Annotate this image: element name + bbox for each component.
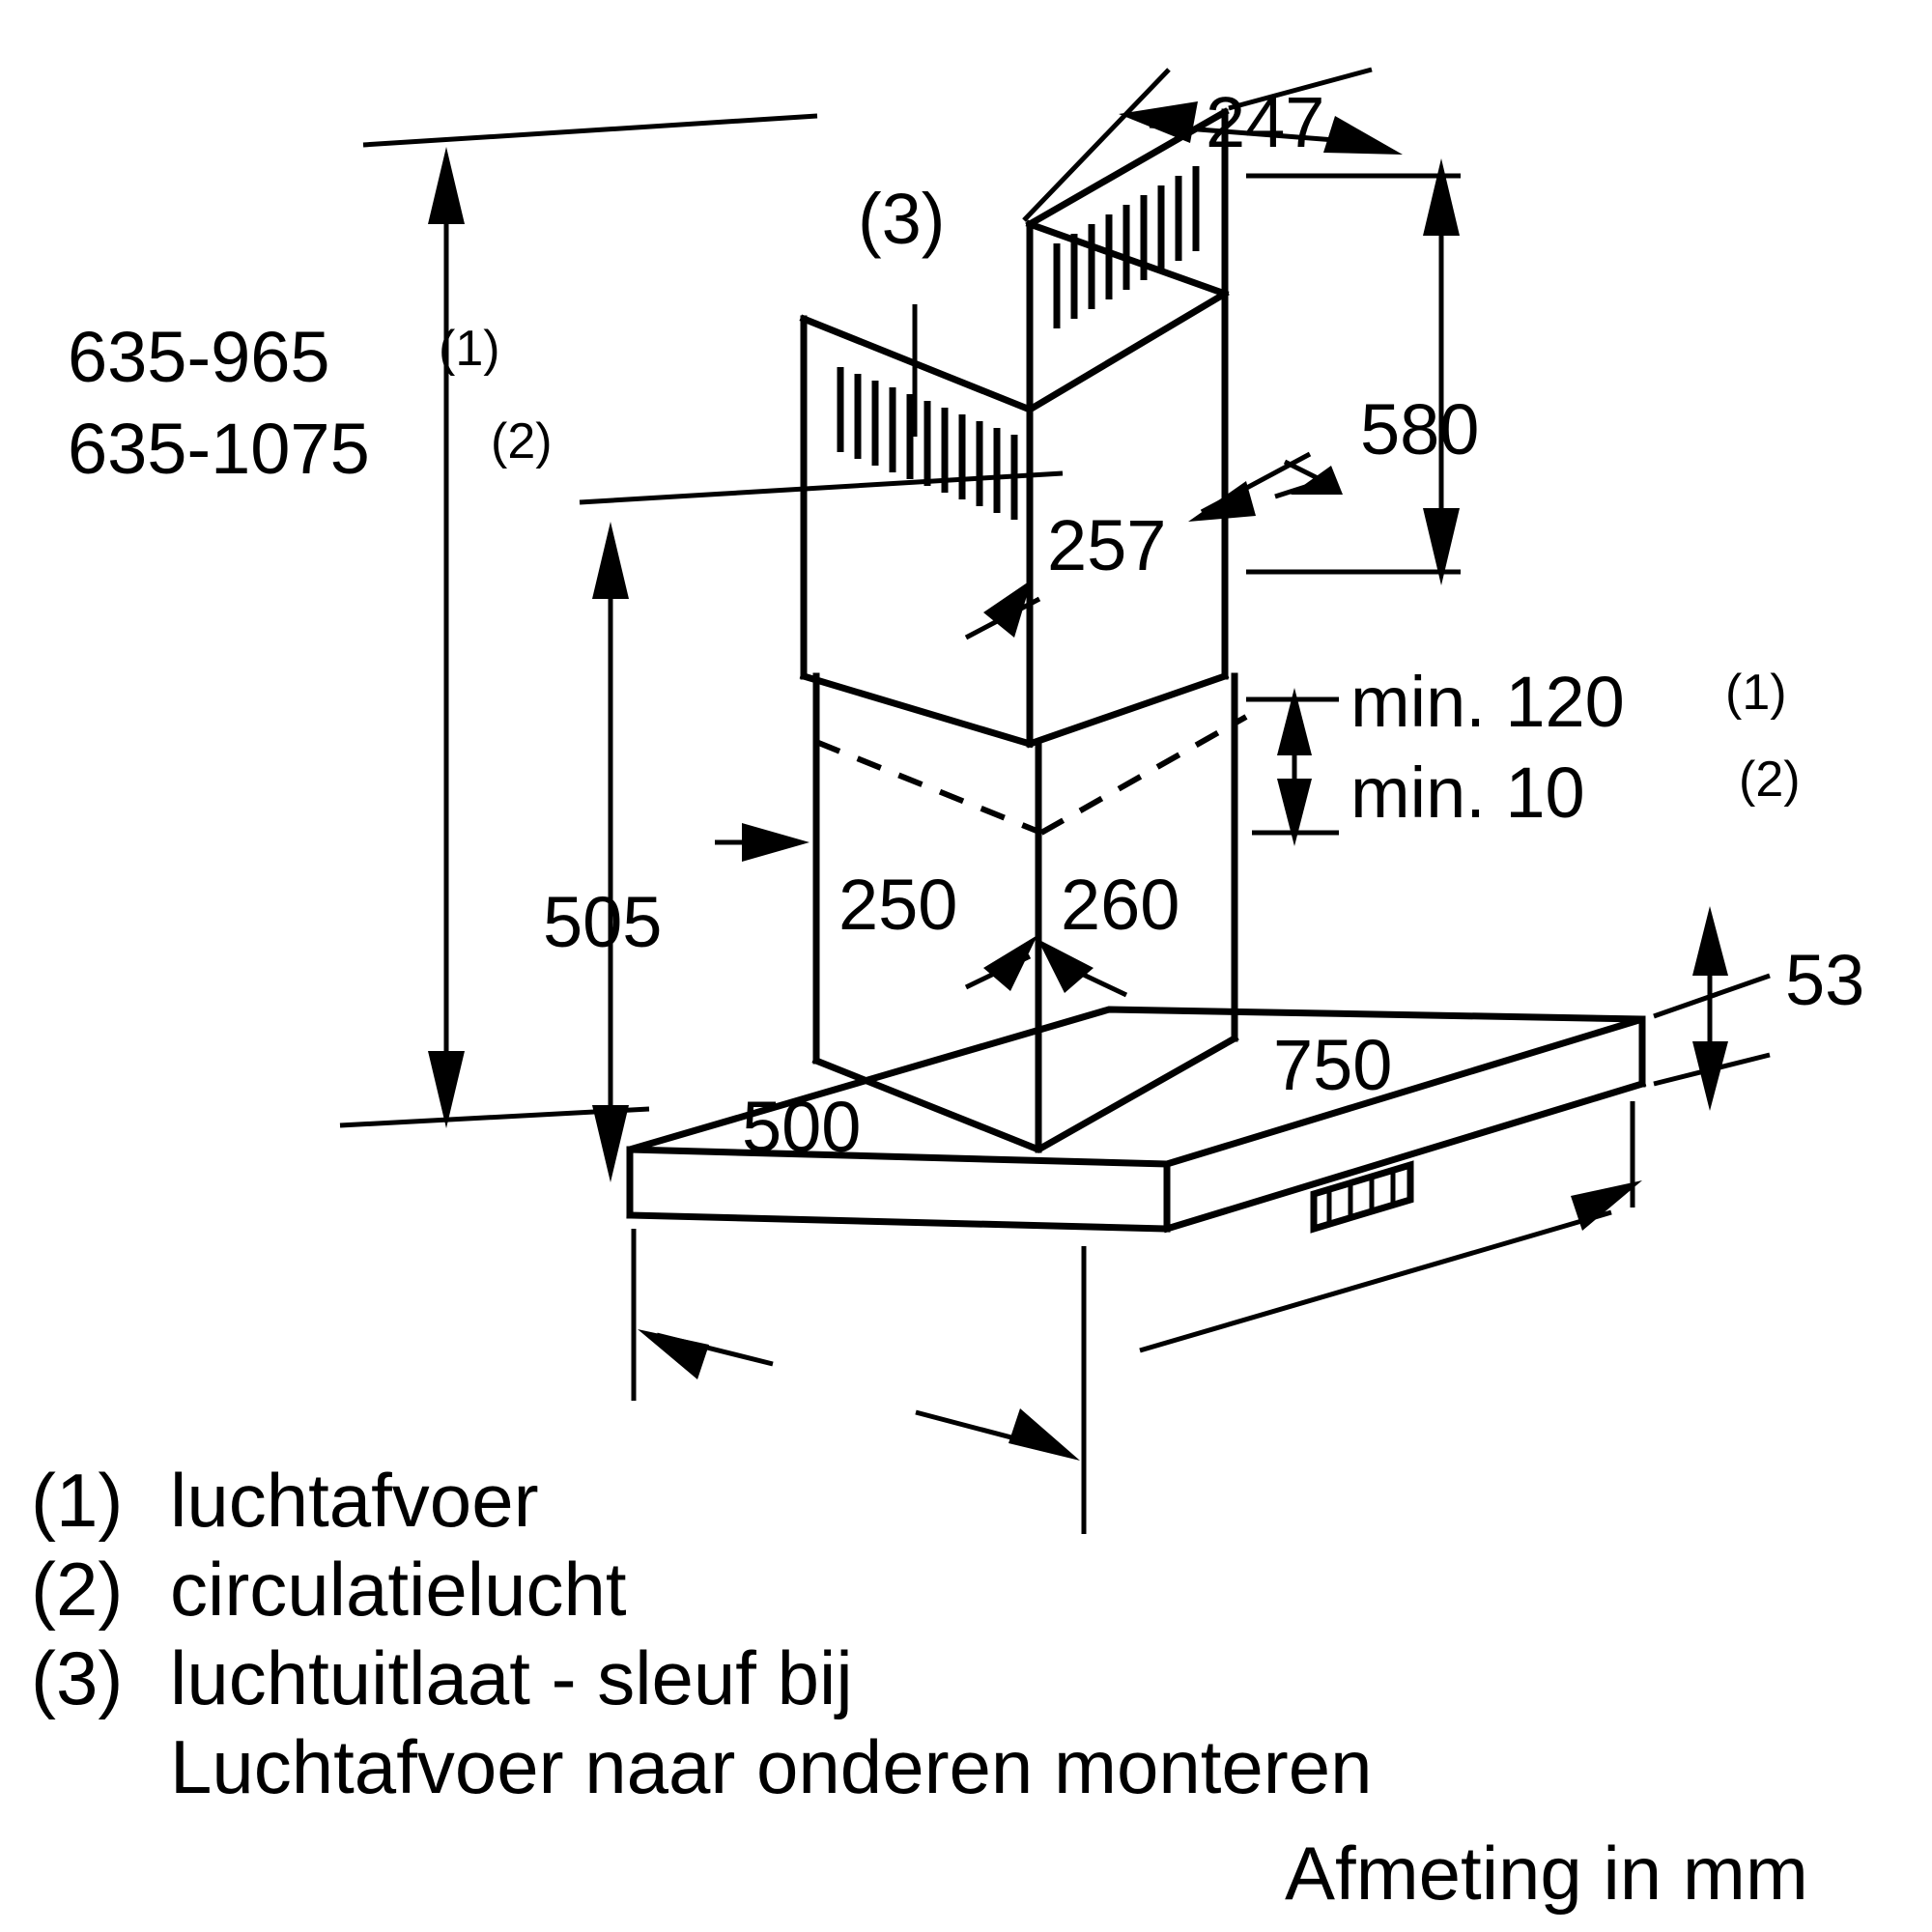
label-247: 247 xyxy=(1206,82,1324,162)
label-height-range-1: 635-965 xyxy=(68,317,330,397)
dim-min-clearance xyxy=(1246,688,1339,846)
label-min-10-ref: (2) xyxy=(1739,752,1801,808)
label-min-10: min. 10 xyxy=(1350,753,1585,833)
label-260: 260 xyxy=(1061,865,1179,945)
dim-750 xyxy=(1081,1101,1642,1381)
legend-item-2-ref: (2) xyxy=(31,1547,123,1632)
dim-install-height xyxy=(339,113,818,1128)
legend-item-3-ref: (3) xyxy=(31,1635,123,1720)
dim-257 xyxy=(964,451,1343,640)
label-250: 250 xyxy=(838,865,957,945)
legend-item-2-text: circulatielucht xyxy=(170,1547,627,1632)
label-callout-3: (3) xyxy=(858,179,945,259)
control-panel[interactable] xyxy=(1310,1160,1414,1234)
unit-note: Afmeting in mm xyxy=(1285,1831,1808,1916)
dim-250-260 xyxy=(715,823,1128,998)
label-505: 505 xyxy=(543,882,662,962)
legend-item-1-ref: (1) xyxy=(31,1458,123,1543)
dim-580 xyxy=(1246,158,1461,585)
label-53: 53 xyxy=(1785,940,1864,1020)
label-min-120: min. 120 xyxy=(1350,662,1625,742)
label-height-range-2: 635-1075 xyxy=(68,409,370,489)
legend-continuation: Luchtafvoer naar onderen monteren xyxy=(170,1724,1373,1809)
dim-505 xyxy=(579,470,1064,1182)
label-height-range-2-ref: (2) xyxy=(491,413,553,469)
dim-247 xyxy=(1022,67,1403,222)
dim-53 xyxy=(1653,906,1771,1111)
label-500: 500 xyxy=(742,1087,861,1167)
label-257: 257 xyxy=(1047,505,1166,585)
canopy-body xyxy=(626,1006,1647,1234)
air-outlet-grille-left xyxy=(837,367,1018,520)
label-580: 580 xyxy=(1360,389,1479,469)
label-height-range-1-ref: (1) xyxy=(439,321,500,377)
chimney-lower xyxy=(811,672,1248,1153)
label-750: 750 xyxy=(1273,1025,1392,1105)
legend-item-3-text: luchtuitlaat - sleuf bij xyxy=(170,1635,853,1720)
dim-500 xyxy=(631,1229,1087,1534)
legend-item-1-text: luchtafvoer xyxy=(170,1458,539,1543)
air-outlet-grille-right xyxy=(1053,166,1200,328)
label-min-120-ref: (1) xyxy=(1725,665,1787,721)
